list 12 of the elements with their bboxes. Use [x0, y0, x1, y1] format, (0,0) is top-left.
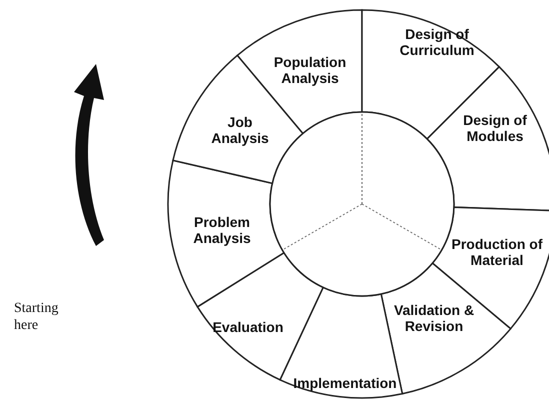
segment-label: Validation & Revision [392, 302, 476, 334]
ring-segment [167, 160, 285, 308]
segment-label: Design of Modules [462, 112, 528, 144]
segment-label: Production of Material [450, 236, 544, 268]
segment-label: Job Analysis [210, 114, 270, 146]
segment-label: Implementation [292, 375, 398, 391]
segment-label: Evaluation [212, 319, 284, 335]
start-note: Starting here [14, 300, 60, 334]
ring-segment [426, 66, 549, 212]
segment-label: Problem Analysis [192, 214, 252, 246]
segment-label: Population Analysis [272, 54, 348, 86]
segment-label: Design of Curriculum [398, 26, 476, 58]
